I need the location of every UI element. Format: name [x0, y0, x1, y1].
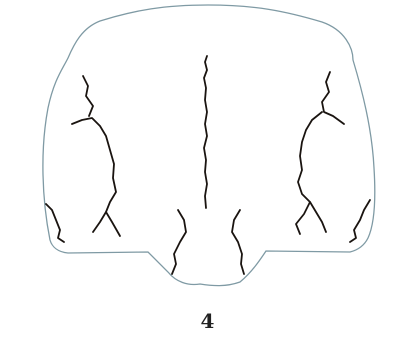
left-suture-branch: [106, 212, 120, 236]
right-lower-suture: [350, 200, 370, 242]
right-suture-branch: [296, 202, 310, 234]
right-central-suture: [232, 210, 244, 274]
midline-suture: [204, 56, 207, 208]
skull-outline: [43, 5, 375, 286]
left-upper-suture: [83, 76, 93, 116]
right-lateral-suture: [298, 112, 326, 232]
left-central-suture: [172, 210, 186, 274]
figure-number: 4: [0, 309, 415, 333]
left-lateral-suture: [72, 118, 116, 232]
suture-lines: [46, 56, 370, 274]
right-upper-suture: [322, 72, 344, 124]
